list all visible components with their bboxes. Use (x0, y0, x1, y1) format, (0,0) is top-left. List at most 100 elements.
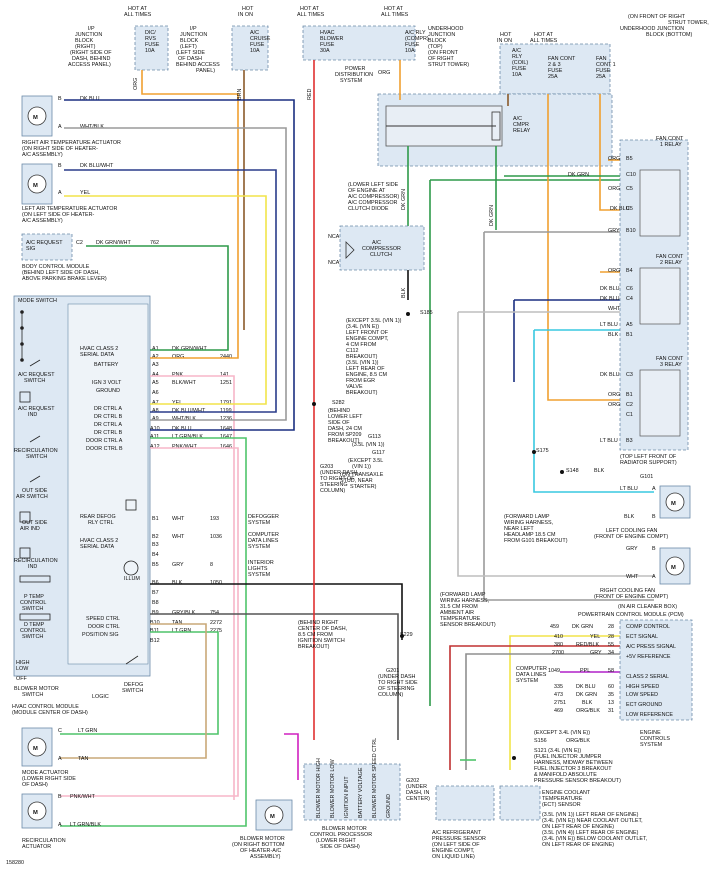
svg-text:M: M (33, 746, 38, 752)
svg-text:IGN 3 VOLT: IGN 3 VOLT (92, 380, 122, 386)
svg-text:1646: 1646 (220, 444, 232, 450)
svg-text:ABOVE PARKING BRAKE LEVER): ABOVE PARKING BRAKE LEVER) (22, 276, 107, 282)
svg-text:A/C REFRIGERANT: A/C REFRIGERANT (432, 830, 482, 836)
svg-text:DK BLU: DK BLU (600, 372, 620, 378)
svg-text:ASSEMBLY): ASSEMBLY) (250, 854, 281, 860)
svg-text:I/P: I/P (88, 26, 95, 32)
svg-text:BLK: BLK (401, 287, 407, 298)
svg-text:AIR IND: AIR IND (20, 526, 40, 532)
svg-text:HOT AT: HOT AT (300, 6, 320, 12)
svg-text:RVS: RVS (145, 36, 156, 42)
svg-text:TAN: TAN (172, 620, 182, 626)
svg-text:B4: B4 (152, 552, 159, 558)
svg-text:BLOCK: BLOCK (75, 38, 94, 44)
svg-text:CRUISE: CRUISE (250, 36, 271, 42)
svg-text:OF RIGHT: OF RIGHT (428, 56, 454, 62)
svg-text:DASH, BEHIND: DASH, BEHIND (72, 56, 110, 62)
svg-text:ACCESS PANEL): ACCESS PANEL) (68, 62, 111, 68)
svg-text:PANEL): PANEL) (196, 68, 215, 74)
svg-text:BODY CONTROL MODULE: BODY CONTROL MODULE (22, 264, 90, 270)
svg-text:HARNESS, MIDWAY BETWEEN: HARNESS, MIDWAY BETWEEN (534, 760, 613, 766)
svg-text:DK GRN: DK GRN (401, 189, 407, 210)
svg-text:M: M (270, 814, 275, 820)
svg-text:B1: B1 (152, 516, 159, 522)
svg-text:ON LEFT REAR OF ENGINE): ON LEFT REAR OF ENGINE) (542, 842, 614, 848)
svg-text:INTERIOR: INTERIOR (248, 560, 274, 566)
svg-text:FUSE: FUSE (405, 42, 420, 48)
svg-text:B1: B1 (626, 332, 633, 338)
svg-text:OUT SIDE: OUT SIDE (22, 488, 48, 494)
svg-text:HVAC: HVAC (320, 30, 335, 36)
svg-text:M: M (33, 810, 38, 816)
svg-text:ON LIQUID LINE): ON LIQUID LINE) (432, 854, 475, 860)
svg-text:(UNDER DASH,: (UNDER DASH, (320, 470, 359, 476)
svg-text:C6: C6 (626, 286, 633, 292)
svg-text:RECIRCULATION: RECIRCULATION (14, 448, 58, 454)
svg-text:LT GRN/BLK: LT GRN/BLK (70, 822, 101, 828)
svg-text:SWITCH: SWITCH (26, 454, 47, 460)
svg-text:(FUEL INJECTOR JUMPER: (FUEL INJECTOR JUMPER (534, 754, 601, 760)
svg-text:A1: A1 (152, 346, 159, 352)
svg-text:COMPRESSOR: COMPRESSOR (362, 246, 401, 252)
svg-text:COMP CONTROL: COMP CONTROL (626, 624, 670, 630)
svg-text:(3.5L (VIN 1)): (3.5L (VIN 1)) (352, 442, 385, 448)
svg-text:(UNDER DASH: (UNDER DASH (378, 674, 416, 680)
svg-text:A4: A4 (152, 372, 159, 378)
svg-text:380: 380 (554, 642, 563, 648)
svg-text:SIDE OF DASH): SIDE OF DASH) (320, 844, 360, 850)
svg-text:RLY: RLY (512, 54, 522, 60)
svg-text:55: 55 (608, 642, 614, 648)
svg-text:A/C RLY: A/C RLY (405, 30, 426, 36)
svg-text:SERIAL DATA: SERIAL DATA (80, 544, 114, 550)
svg-text:A/C: A/C (512, 48, 521, 54)
svg-text:4 CM FROM: 4 CM FROM (346, 342, 377, 348)
svg-text:(RIGHT SIDE OF: (RIGHT SIDE OF (70, 50, 112, 56)
svg-text:BREAKOUT): BREAKOUT) (298, 644, 330, 650)
svg-text:8: 8 (210, 562, 213, 568)
svg-text:1199: 1199 (220, 408, 232, 414)
svg-text:(3.5L (VIN 1)): (3.5L (VIN 1)) (346, 360, 379, 366)
svg-text:TO RIGHT SIDE: TO RIGHT SIDE (378, 680, 418, 686)
svg-text:(FORWARD LAMP: (FORWARD LAMP (504, 514, 550, 520)
svg-text:BRN: BRN (237, 89, 243, 100)
svg-text:S175: S175 (536, 448, 549, 454)
svg-text:A/C: A/C (513, 116, 522, 122)
svg-text:S156: S156 (534, 738, 547, 744)
svg-text:(ON LEFT SIDE OF HEATER-: (ON LEFT SIDE OF HEATER- (22, 212, 94, 218)
svg-text:A7: A7 (152, 400, 159, 406)
svg-text:BLOWER MOTOR HIGH: BLOWER MOTOR HIGH (316, 758, 322, 818)
svg-text:M: M (33, 183, 38, 189)
svg-text:DIC/: DIC/ (145, 30, 156, 36)
svg-text:(3.4L (VIN E)) NEAR COOLANT OU: (3.4L (VIN E)) NEAR COOLANT OUTLET, (542, 818, 643, 824)
svg-text:DEFOG: DEFOG (124, 682, 143, 688)
svg-text:HOT AT: HOT AT (384, 6, 404, 12)
svg-text:OUT SIDE: OUT SIDE (22, 520, 48, 526)
svg-text:FROM SP209: FROM SP209 (328, 432, 362, 438)
svg-text:754: 754 (210, 610, 219, 616)
svg-text:VALVE: VALVE (346, 384, 363, 390)
svg-text:A: A (652, 486, 656, 492)
svg-text:A5: A5 (626, 322, 633, 328)
svg-text:COMPUTER: COMPUTER (248, 532, 279, 538)
svg-text:DASH, 24 CM: DASH, 24 CM (328, 426, 362, 432)
svg-text:(3.4L (VIN E)) BELOW COOLANT O: (3.4L (VIN E)) BELOW COOLANT OUTLET, (542, 836, 648, 842)
svg-text:(MODULE CENTER OF DASH): (MODULE CENTER OF DASH) (12, 710, 88, 716)
svg-text:2 RELAY: 2 RELAY (660, 260, 682, 266)
svg-text:A: A (652, 574, 656, 580)
svg-text:SWITCH: SWITCH (24, 378, 45, 384)
svg-text:C2: C2 (626, 402, 633, 408)
svg-text:A/C ASSEMBLY): A/C ASSEMBLY) (22, 218, 63, 224)
svg-text:(FORWARD LAMP: (FORWARD LAMP (440, 592, 486, 598)
svg-text:SWITCH: SWITCH (22, 692, 43, 698)
svg-text:(COMPR): (COMPR) (405, 36, 429, 42)
svg-text:WHT: WHT (608, 306, 621, 312)
svg-text:BLOWER: BLOWER (320, 36, 343, 42)
svg-text:25A: 25A (596, 74, 606, 80)
svg-text:C5: C5 (626, 206, 633, 212)
svg-text:SYSTEM: SYSTEM (516, 678, 539, 684)
svg-text:RIGHT COOLING FAN: RIGHT COOLING FAN (600, 588, 655, 594)
svg-text:NEAR LEFT: NEAR LEFT (504, 526, 534, 532)
svg-text:(FRONT OF ENGINE COMPT): (FRONT OF ENGINE COMPT) (594, 534, 668, 540)
svg-text:LOGIC: LOGIC (92, 694, 109, 700)
